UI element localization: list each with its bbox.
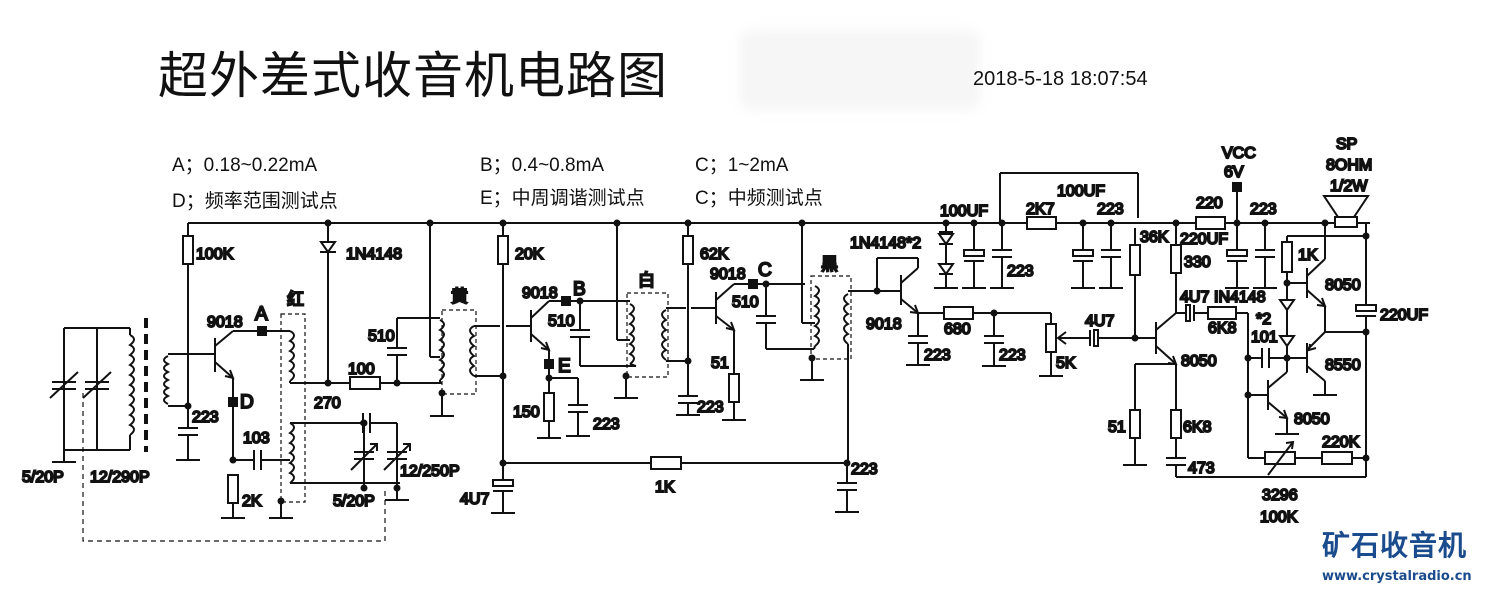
c223-e-label: 223	[924, 347, 951, 364]
q2-label: 9018	[522, 285, 558, 302]
output-stage	[1195, 182, 1377, 477]
c510-c-label: 510	[732, 294, 759, 311]
antenna-tank	[49, 318, 148, 463]
vcc-label: VCC	[1222, 145, 1256, 162]
note-e: E；中周调谐测试点	[480, 188, 645, 209]
note-c2: C；中频测试点	[695, 188, 823, 209]
r20k-label: 20K	[515, 246, 544, 263]
r680-label: 680	[944, 321, 971, 338]
coil-black	[798, 219, 878, 513]
r220-label: 220	[1196, 195, 1223, 212]
diode-1n4148	[319, 219, 442, 501]
testpoint-b: B	[573, 279, 586, 300]
testpoint-e: E	[558, 356, 571, 377]
c4u7-b-label: 4U7	[1085, 313, 1114, 330]
q3-label: 9018	[710, 266, 746, 283]
vr3296-label: 3296	[1262, 487, 1298, 504]
c4u7-a-label: 4U7	[460, 491, 489, 508]
logo-url: www.crystalradio.cn	[1322, 569, 1472, 584]
r220k-label: 220K	[1322, 434, 1360, 451]
c223-f-label: 223	[999, 347, 1026, 364]
r62k-label: 62K	[700, 246, 729, 263]
c270-label: 270	[314, 395, 341, 412]
r6k8-b-label: 6K8	[1208, 320, 1237, 337]
coil-white	[613, 219, 688, 399]
r6k8-a-label: 6K8	[1183, 419, 1212, 436]
speaker-impedance-label: 8OHM	[1326, 157, 1372, 174]
q3-stage	[675, 219, 814, 421]
testpoint-a: A	[255, 304, 268, 325]
q5-label: 8050	[1181, 353, 1217, 370]
testpoint-d: D	[240, 392, 254, 413]
q6-label: 8050	[1325, 277, 1361, 294]
c223-c-label: 223	[697, 399, 724, 416]
vcc-voltage-label: 6V	[1224, 164, 1244, 181]
c101-label: 101	[1251, 329, 1278, 346]
note-b: B；0.4~0.8mA	[480, 155, 605, 176]
q2-stage	[474, 219, 847, 514]
driver-stage	[1122, 219, 1366, 478]
note-a: A；0.18~0.22mA	[172, 155, 318, 176]
r1k-b-label: 1K	[1298, 247, 1318, 264]
coil-yellow-label: 黄	[451, 287, 468, 306]
r100k-label: 100K	[196, 246, 234, 263]
r2k-label: 2K	[242, 493, 262, 510]
c100uf-b-label: 100UF	[1057, 183, 1105, 200]
coil-white-label: 白	[638, 271, 655, 290]
d1n4148x2-label: 1N4148*2	[850, 235, 921, 252]
c510-b-label: 510	[548, 313, 575, 330]
r2k7-label: 2K7	[1026, 201, 1055, 218]
c223-d-label: 223	[851, 461, 878, 478]
c220uf-a-label: 220UF	[1180, 231, 1228, 248]
coil-black-label: 黑	[821, 255, 838, 274]
vc2-label: 12/290P	[90, 469, 150, 486]
speaker-power-label: 1/2W	[1330, 178, 1368, 195]
vc1-label: 5/20P	[22, 469, 64, 486]
r51-a-label: 51	[711, 355, 729, 372]
r330-label: 330	[1184, 254, 1211, 271]
diode-count-label: *2	[1256, 311, 1271, 328]
d1n4148-label: 1N4148	[346, 246, 402, 263]
note-d: D；频率范围测试点	[172, 191, 338, 212]
r36k-label: 36K	[1140, 229, 1169, 246]
q1-label: 9018	[207, 314, 243, 331]
c220uf-b-label: 220UF	[1380, 307, 1428, 324]
gang-link	[82, 393, 386, 542]
c473-label: 473	[1188, 460, 1215, 477]
q8-label: 8050	[1294, 411, 1330, 428]
timestamp: 2018-5-18 18:07:54	[973, 68, 1148, 90]
c223-g-label: 223	[1007, 263, 1034, 280]
r100-label: 100	[348, 361, 375, 378]
vc3-label: 5/20P	[333, 493, 375, 510]
r150-label: 150	[513, 404, 540, 421]
q7-label: 8550	[1325, 357, 1361, 374]
c223-h-label: 223	[1097, 201, 1124, 218]
testpoint-c: C	[758, 260, 772, 281]
vr5k-label: 5K	[1056, 355, 1076, 372]
c223-a-label: 223	[192, 409, 219, 426]
c223-i-label: 223	[1250, 201, 1277, 218]
c510-a-label: 510	[368, 328, 395, 345]
logo-text: 矿石收音机	[1322, 529, 1468, 562]
detector-stage	[873, 216, 1135, 377]
c103-label: 103	[243, 430, 270, 447]
vc4-label: 12/250P	[400, 463, 460, 480]
c4u7-c-label: 4U7	[1180, 289, 1209, 306]
q1-stage	[163, 223, 290, 519]
speaker-label: SP	[1336, 136, 1357, 153]
r1k-a-label: 1K	[655, 479, 675, 496]
c100uf-a-label: 100UF	[940, 203, 988, 220]
vr100k-label: 100K	[1260, 509, 1298, 526]
c223-b-label: 223	[593, 416, 620, 433]
coil-red	[268, 313, 400, 519]
r51-b-label: 51	[1108, 419, 1126, 436]
coil-yellow	[426, 219, 477, 417]
diode-in4148-label: IN4148	[1214, 289, 1266, 306]
redacted-area	[740, 30, 980, 110]
note-c: C；1~2mA	[695, 155, 789, 176]
diagram-title: 超外差式收音机电路图	[158, 47, 668, 105]
coil-red-label: 红	[287, 290, 304, 309]
q4-label: 9018	[866, 316, 902, 333]
